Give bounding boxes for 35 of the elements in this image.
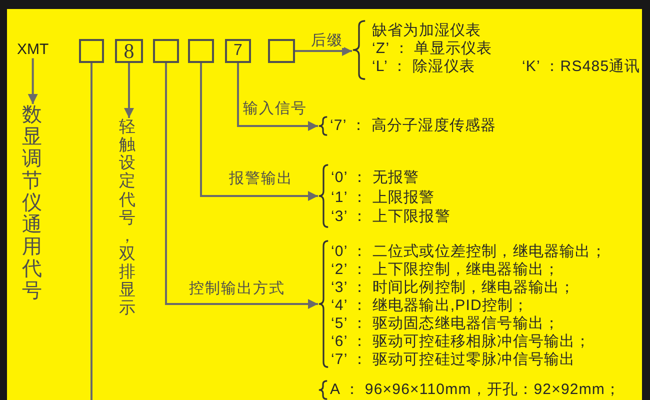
option-text: ‘4’ ： 继电器输出,PID控制； bbox=[331, 297, 529, 315]
arrow bbox=[295, 46, 352, 56]
option-text: ‘2’ ： 上下限控制，继电器输出； bbox=[331, 261, 560, 279]
vertical-label: 数显调节仪通用代号 bbox=[22, 104, 42, 302]
edge-label: 控制输出方式 bbox=[188, 281, 286, 296]
code-box: 8 bbox=[115, 39, 143, 63]
vertical-label: 轻触设定代号，双排显示 bbox=[119, 118, 136, 318]
code-box bbox=[153, 39, 179, 63]
option-text: 缺省为加湿仪表 bbox=[372, 22, 482, 40]
option-text: ‘3’ ： 时间比例控制，继电器输出； bbox=[331, 279, 576, 297]
arrow bbox=[124, 63, 134, 118]
option-text: ‘3’ ： 上下限报警 bbox=[331, 207, 450, 226]
connector-line bbox=[90, 63, 92, 400]
option-text: ‘1’ ： 上限报警 bbox=[331, 188, 435, 207]
option-text: ‘5’ ： 驱动固态继电器信号输出； bbox=[331, 315, 560, 333]
option-text: ‘K’ ：RS485通讯 bbox=[522, 58, 640, 76]
edge-label: 输入信号 bbox=[242, 101, 308, 116]
option-text: ‘6’ ： 驱动可控硅移相脉冲信号输出； bbox=[331, 333, 591, 351]
option-text: A ： 96×96×110mm，开孔：92×92mm； bbox=[330, 381, 621, 399]
option-text: ‘0’ ： 无报警 bbox=[331, 168, 420, 188]
code-box bbox=[268, 39, 295, 63]
option-text: ‘7’ ： 高分子湿度传感器 bbox=[330, 117, 496, 135]
edge-label: 后缀 bbox=[310, 33, 344, 48]
option-text: ‘L’ ： 除湿仪表 bbox=[372, 58, 475, 76]
option-text: ‘0’ ： 二位式或位差控制，继电器输出； bbox=[331, 243, 606, 261]
arrow bbox=[165, 63, 318, 309]
code-box: 7 bbox=[225, 39, 251, 63]
option-text: ‘7’ ： 驱动可控硅过零脉冲信号输出 bbox=[331, 351, 576, 369]
arrow bbox=[28, 58, 38, 104]
arrow bbox=[237, 63, 318, 131]
code-box bbox=[188, 39, 214, 63]
model-code-text: XMT bbox=[17, 41, 49, 58]
option-text: ‘Z’ ： 单显示仪表 bbox=[372, 40, 492, 58]
code-box bbox=[79, 39, 104, 63]
arrow bbox=[200, 63, 318, 201]
